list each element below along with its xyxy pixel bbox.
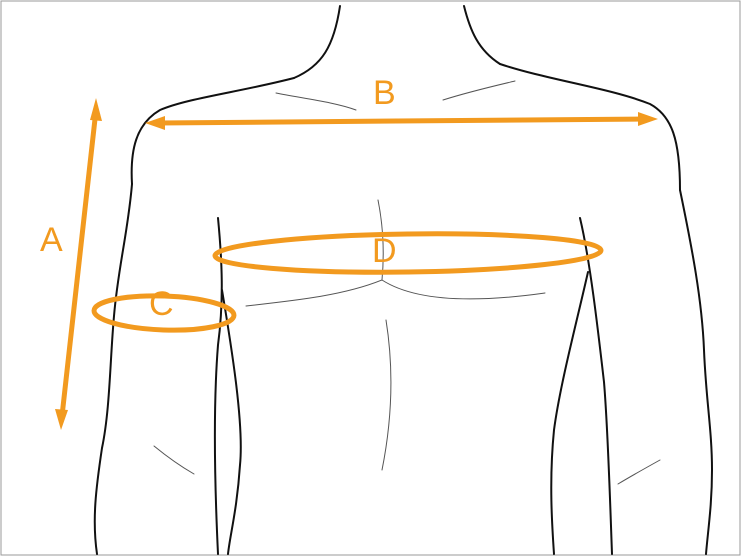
label-b: B [373,74,396,112]
label-c: C [149,285,174,323]
label-d: D [372,232,397,270]
label-a: A [40,221,63,259]
